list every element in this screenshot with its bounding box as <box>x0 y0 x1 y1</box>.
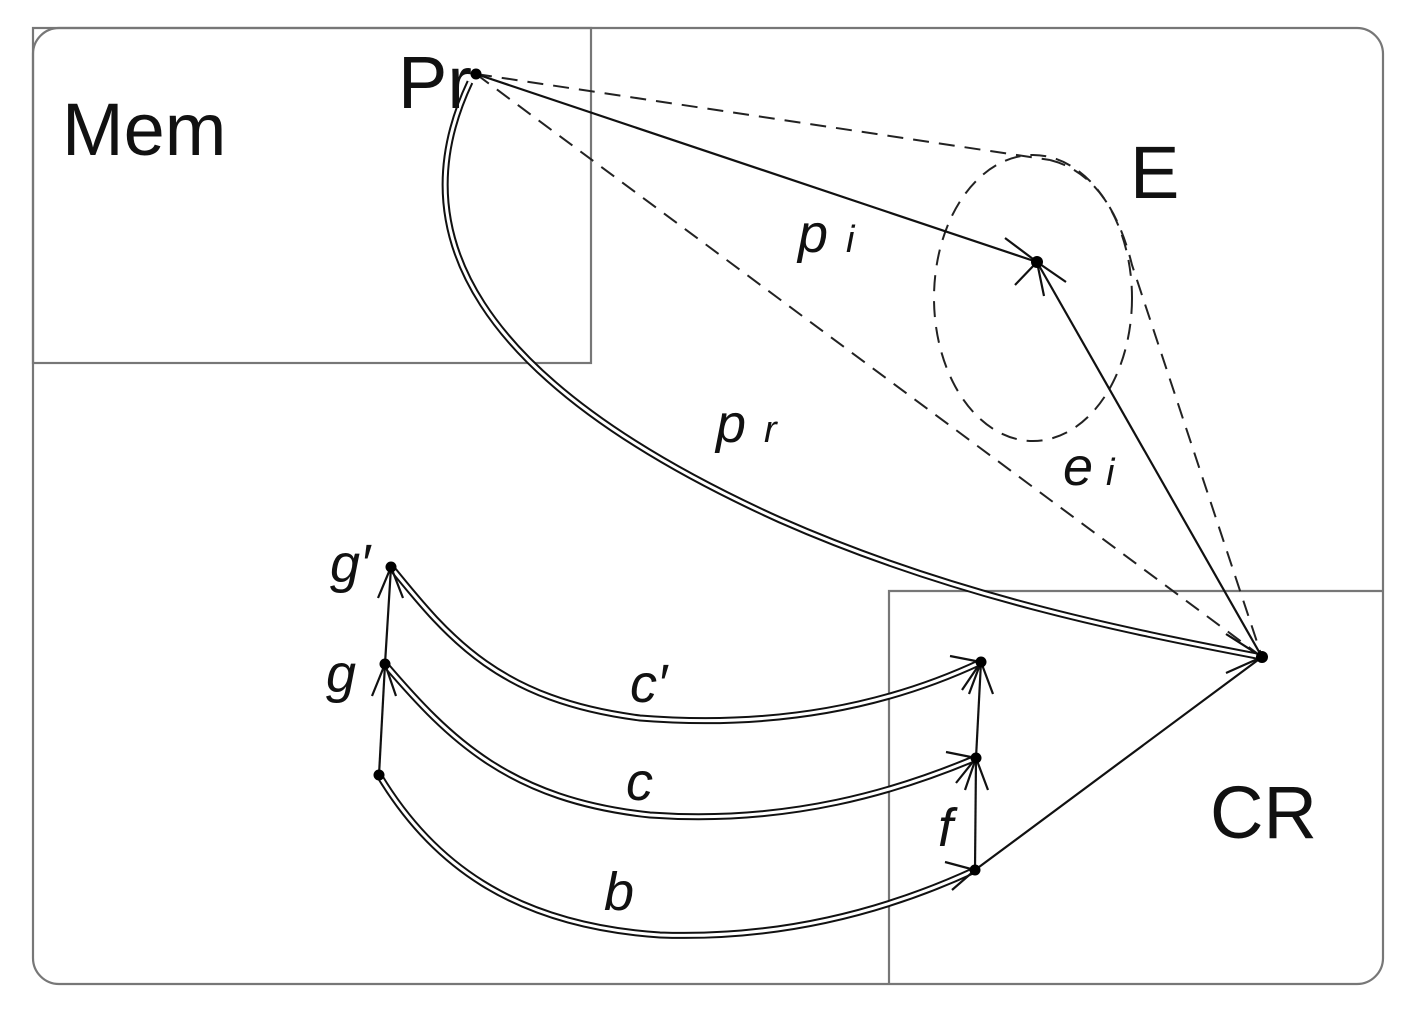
e-label: E <box>1130 131 1179 214</box>
f-upper-line <box>974 661 983 759</box>
cone-bottom-edge <box>475 73 1263 658</box>
g-label: g <box>326 644 356 704</box>
e-point <box>1031 256 1043 268</box>
c-end-point <box>970 752 982 764</box>
p-r-label: p <box>714 394 746 454</box>
p-i-label: p <box>796 204 828 264</box>
f-label: f <box>938 798 958 858</box>
g-to-g-prime-line <box>383 566 393 665</box>
b-end-point <box>969 864 981 876</box>
cr-point <box>1256 651 1268 663</box>
mem-region <box>31 26 593 365</box>
p-i-subscript: i <box>846 219 856 261</box>
pr-point <box>470 68 482 80</box>
c-label: c <box>626 752 653 812</box>
cr-label: CR <box>1210 771 1317 854</box>
e-to-cr-edge <box>1049 159 1263 658</box>
e-i-line <box>1036 261 1263 658</box>
start-point <box>373 769 385 781</box>
start-to-g-line <box>377 663 387 776</box>
f-lower-line <box>973 757 978 871</box>
c-prime-end-point <box>975 656 987 668</box>
cr-region <box>887 589 1383 984</box>
e-i-arrowhead <box>1035 261 1067 297</box>
c-path <box>382 661 978 821</box>
g-prime-point <box>385 561 397 573</box>
e-i-label: e <box>1063 437 1093 497</box>
b-label: b <box>604 862 634 922</box>
e-circle <box>933 154 1133 442</box>
cone-top-edge <box>475 73 1051 161</box>
b-path <box>375 773 977 939</box>
g-prime-label: g′ <box>330 534 372 594</box>
c-prime-label: c′ <box>630 654 669 714</box>
p-i-arrow <box>475 72 1038 264</box>
mem-label: Mem <box>62 88 226 171</box>
e-i-subscript: i <box>1106 452 1116 494</box>
outer-frame <box>31 26 1385 986</box>
p-r-subscript: r <box>764 409 778 451</box>
pr-label: Pr <box>398 41 472 124</box>
f-to-cr-line <box>974 656 1263 871</box>
g-point <box>379 658 391 670</box>
